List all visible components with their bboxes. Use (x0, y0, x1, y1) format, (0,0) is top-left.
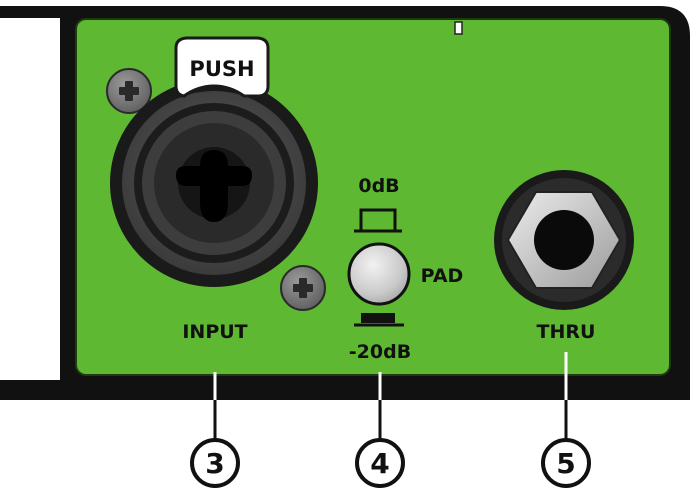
leader-lines-below (213, 400, 568, 440)
panel-notch (454, 21, 463, 35)
thru-jack[interactable] (494, 170, 634, 310)
pad-label: PAD (421, 265, 464, 287)
svg-text:5: 5 (556, 447, 575, 480)
pad-minus20db-label: -20dB (349, 341, 411, 363)
screw-icon (106, 68, 152, 114)
svg-text:3: 3 (205, 447, 224, 480)
pad-released-icon (354, 208, 402, 233)
input-label: INPUT (182, 321, 247, 343)
callout-3: 3 (190, 438, 240, 488)
pad-0db-label: 0dB (358, 175, 399, 197)
thru-label: THRU (537, 321, 596, 343)
push-latch[interactable]: PUSH (174, 36, 270, 98)
svg-text:4: 4 (370, 447, 389, 480)
callout-5: 5 (541, 438, 591, 488)
xlr-combo-jack[interactable] (110, 79, 318, 287)
pad-engaged-icon (354, 313, 404, 327)
pad-button[interactable] (347, 242, 411, 306)
push-label: PUSH (189, 57, 254, 81)
callout-4: 4 (355, 438, 405, 488)
screw-icon (280, 265, 326, 311)
